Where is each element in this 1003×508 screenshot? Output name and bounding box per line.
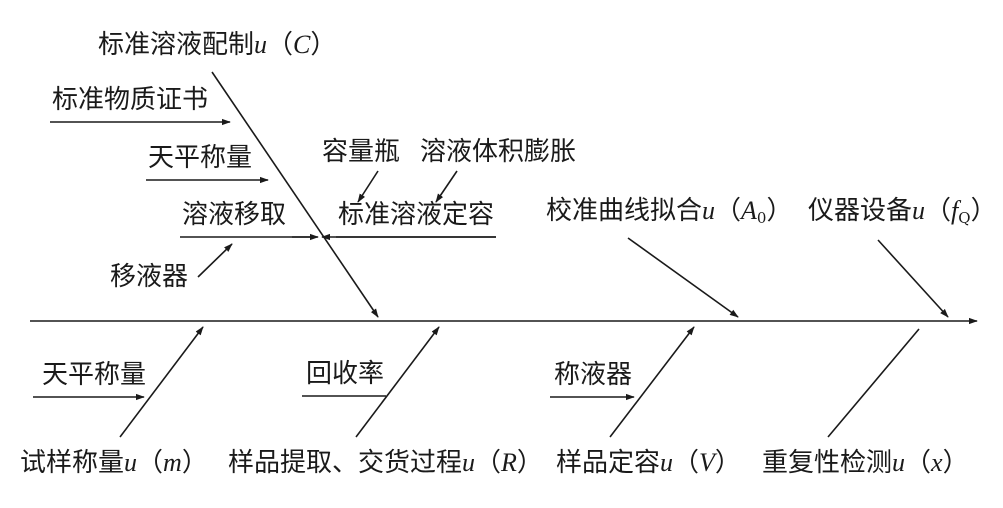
- label-repeatability: 重复性检测u（x）: [762, 448, 969, 478]
- paren-open: （: [137, 448, 164, 478]
- paren-open: （: [715, 196, 742, 226]
- symbol-u: u: [912, 196, 926, 225]
- arrow-thermal-expansion: [435, 170, 458, 203]
- paren-open: （: [475, 448, 502, 478]
- label-curve-fit: 校准曲线拟合u（A0）: [546, 196, 792, 233]
- paren-open: （: [673, 448, 700, 478]
- label-volumetric-flask: 容量瓶: [322, 137, 401, 167]
- var-subscript: Q: [958, 209, 971, 227]
- label-sample-volume: 样品定容u（V）: [556, 448, 741, 478]
- symbol-u: u: [254, 30, 268, 59]
- paren-open: （: [925, 196, 952, 226]
- symbol-u: u: [462, 448, 476, 477]
- symbol-u: u: [124, 448, 138, 477]
- label-solution-prep: 标准溶液配制u（C）: [98, 30, 336, 60]
- paren-close: ）: [181, 448, 208, 478]
- label-instrument: 仪器设备u（fQ）: [808, 196, 997, 233]
- label-volume-fixing: 标准溶液定容: [338, 200, 495, 230]
- arrow-volumetric-flask: [357, 170, 379, 203]
- paren-close: ）: [310, 30, 337, 60]
- label-recovery: 回收率: [306, 359, 385, 389]
- paren-close: ）: [516, 448, 543, 478]
- bone-sample-volume: [609, 326, 695, 438]
- paren-open: （: [905, 448, 932, 478]
- label-thermal-expansion: 溶液体积膨胀: [420, 137, 577, 167]
- label-top-weighing: 天平称量: [148, 143, 253, 173]
- bone-sample-weighing: [119, 326, 204, 438]
- var-c: C: [293, 30, 311, 59]
- label-text: 样品提取、交货过程: [228, 448, 463, 478]
- var-v: V: [699, 448, 715, 477]
- paren-open: （: [267, 30, 294, 60]
- bone-solution-prep: [211, 71, 379, 318]
- var-m: m: [163, 448, 182, 477]
- var-a: A: [741, 196, 757, 225]
- symbol-u: u: [892, 448, 906, 477]
- label-text: 校准曲线拟合: [546, 196, 703, 226]
- label-extraction: 样品提取、交货过程u（R）: [228, 448, 543, 478]
- var-subscript: 0: [756, 209, 767, 227]
- label-text: 样品定容: [556, 448, 661, 478]
- bone-curve-fit: [627, 237, 739, 318]
- paren-close: ）: [766, 196, 793, 226]
- var-r: R: [501, 448, 517, 477]
- label-bottom-weighing: 天平称量: [42, 360, 147, 390]
- paren-close: ）: [714, 448, 741, 478]
- label-text: 重复性检测: [762, 448, 893, 478]
- label-dispenser: 称液器: [554, 360, 633, 390]
- symbol-u: u: [702, 196, 716, 225]
- paren-close: ）: [970, 196, 997, 226]
- label-text: 标准溶液配制: [98, 30, 255, 60]
- var-f: f: [951, 196, 959, 225]
- label-sample-weighing: 试样称量u（m）: [20, 448, 208, 478]
- label-pipette: 移液器: [110, 262, 189, 292]
- label-reference-certificate: 标准物质证书: [52, 85, 209, 115]
- bone-repeatability: [827, 328, 920, 438]
- label-text: 仪器设备: [808, 196, 913, 226]
- paren-close: ）: [942, 448, 969, 478]
- arrow-pipette: [197, 243, 233, 278]
- bone-instrument: [877, 239, 949, 318]
- symbol-u: u: [660, 448, 674, 477]
- var-x: x: [931, 448, 943, 477]
- label-transfer: 溶液移取: [182, 200, 287, 230]
- bone-extraction: [355, 326, 440, 438]
- label-text: 试样称量: [20, 448, 125, 478]
